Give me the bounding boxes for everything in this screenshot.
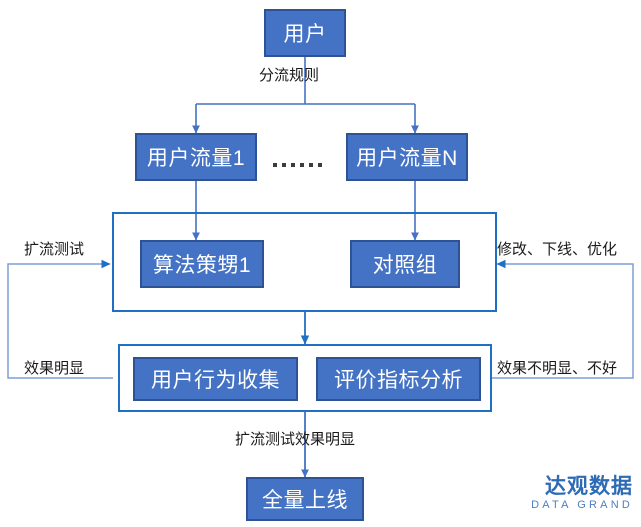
node-traffic-n[interactable]: 用户流量N	[346, 133, 468, 181]
node-traffic-n-label: 用户流量N	[356, 147, 458, 170]
ellipsis-indicator	[273, 163, 322, 167]
node-control-group[interactable]: 对照组	[350, 240, 460, 288]
watermark-en-text: DATA GRAND	[531, 498, 633, 511]
node-full-launch-label: 全量上线	[262, 489, 348, 512]
edge-label-expand-test: 扩流测试	[24, 241, 85, 258]
wire-left-feedback-loop	[7, 259, 113, 379]
wire-right-feedback-loop	[492, 259, 634, 379]
group-analysis	[118, 344, 492, 412]
node-user[interactable]: 用户	[264, 9, 346, 57]
node-traffic-1-label: 用户流量1	[146, 147, 246, 170]
edge-label-expand-test-effect-obvious: 扩流测试效果明显	[235, 431, 356, 448]
node-traffic-1[interactable]: 用户流量1	[135, 133, 257, 181]
group-experiment	[112, 212, 497, 312]
edge-label-modify-offline-optimize: 修改、下线、优化	[497, 241, 618, 258]
node-behavior-collect[interactable]: 用户行为收集	[133, 357, 298, 401]
node-user-label: 用户	[283, 23, 327, 46]
node-control-group-label: 对照组	[372, 254, 438, 277]
node-strategy-1[interactable]: 算法策甥1	[140, 240, 264, 288]
node-metric-analysis-label: 评价指标分析	[334, 369, 463, 392]
node-strategy-1-label: 算法策甥1	[152, 254, 252, 277]
edge-label-effect-obvious: 效果明显	[24, 360, 85, 377]
node-full-launch[interactable]: 全量上线	[246, 477, 364, 521]
node-metric-analysis[interactable]: 评价指标分析	[316, 357, 481, 401]
edge-label-split-rule: 分流规则	[259, 67, 320, 84]
watermark-logo: 达观数据 DATA GRAND	[531, 475, 633, 513]
edge-label-effect-not-obvious: 效果不明显、不好	[497, 360, 618, 377]
watermark-cn-text: 达观数据	[545, 474, 633, 498]
node-behavior-collect-label: 用户行为收集	[151, 369, 280, 392]
